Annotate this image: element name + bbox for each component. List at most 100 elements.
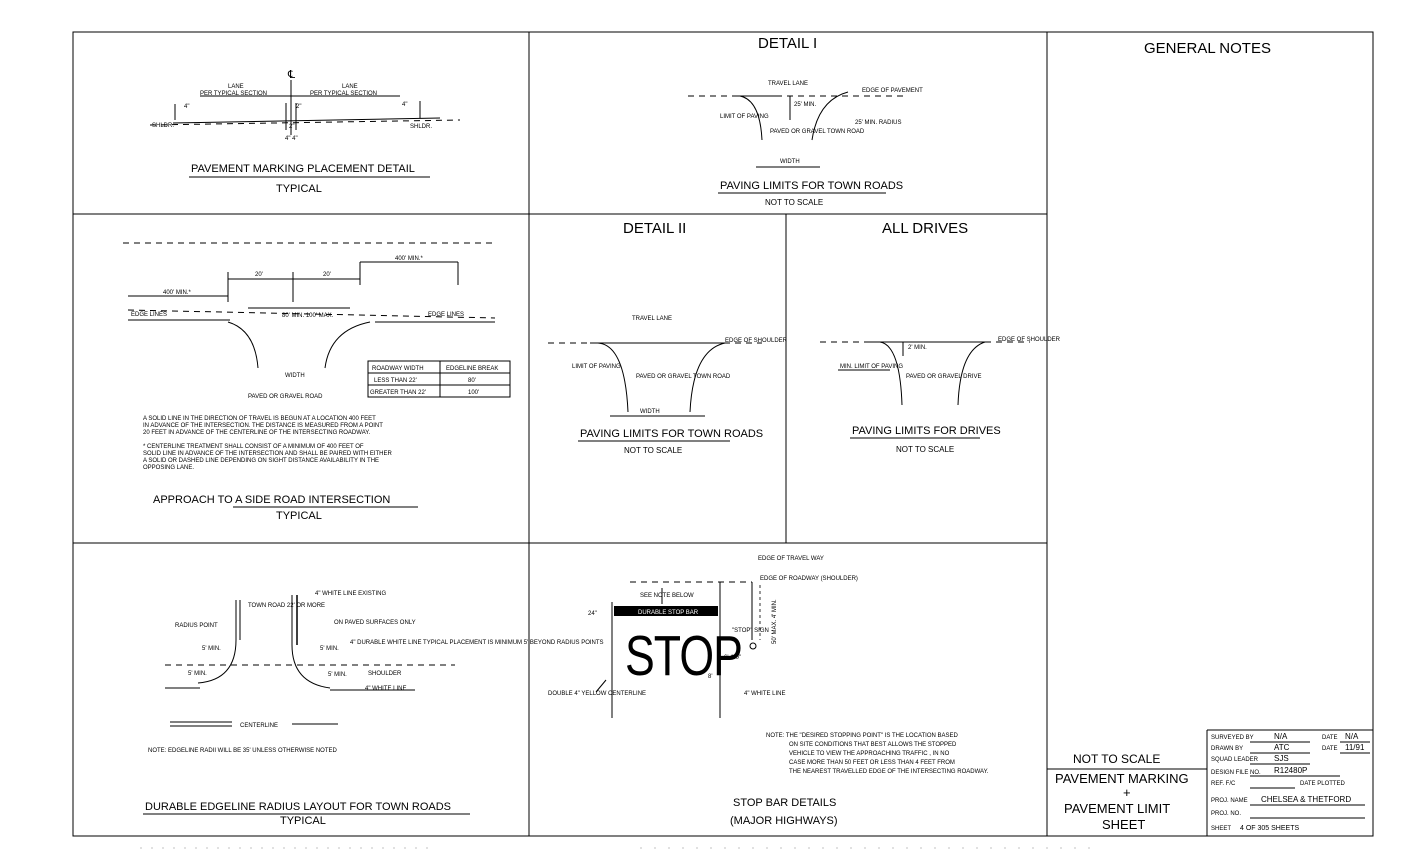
limit-of-paving: LIMIT OF PAVING [572, 364, 621, 370]
panel-durable-edgeline: 4" WHITE LINE EXISTING TOWN ROAD 22' OR … [143, 591, 604, 827]
double-yellow: DOUBLE 4" YELLOW CENTERLINE [548, 691, 646, 697]
paved-road: PAVED OR GRAVEL TOWN ROAD [770, 129, 865, 135]
edge-of-shoulder: EDGE OF SHOULDER [725, 338, 788, 344]
sheet-title-plus: + [1123, 785, 1131, 800]
note-line: VEHICLE TO VIEW THE APPROACHING TRAFFIC … [789, 751, 950, 757]
panel-title: PAVING LIMITS FOR TOWN ROADS [720, 180, 903, 192]
row-value: 4 OF 305 SHEETS [1240, 825, 1299, 832]
fifty-max: 50' MAX. 4' MIN. [772, 599, 778, 644]
panel-detail-1: DETAIL I TRAVEL LANE EDGE OF PAVEMENT LI… [688, 35, 923, 207]
panel-title: PAVEMENT MARKING PLACEMENT DETAIL [191, 163, 415, 175]
two-min: 2' MIN. [908, 345, 927, 351]
eight-ft: 8' [708, 674, 712, 680]
panel-subtitle: NOT TO SCALE [624, 446, 682, 455]
stop-word: STOP [625, 624, 742, 687]
lane-left-label: LANE [228, 84, 244, 90]
panel-pavement-marking-placement: ℄ LANE PER TYPICAL SECTION LANE PER TYPI… [149, 69, 461, 195]
width: WIDTH [285, 373, 305, 379]
note-line: SOLID LINE IN ADVANCE OF THE INTERSECTIO… [143, 451, 392, 457]
note-line: * CENTERLINE TREATMENT SHALL CONSIST OF … [143, 444, 364, 450]
panel-subtitle: TYPICAL [276, 510, 322, 522]
row-label: DESIGN FILE NO. [1211, 770, 1261, 776]
min-25: 25' MIN. [794, 102, 816, 108]
note-line: NOTE: THE "DESIRED STOPPING POINT" IS TH… [766, 733, 959, 739]
table-cell: GREATER THAN 22' [370, 390, 426, 396]
table-cell: 100' [468, 390, 479, 396]
min-limit-paving: MIN. LIMIT OF PAVING [840, 364, 903, 370]
edge-lines-left: EDGE LINES [131, 312, 167, 318]
panel-stop-bar: STOP EDGE OF TRAVEL WAY EDGE OF ROADWAY … [548, 556, 989, 827]
row-label: DRAWN BY [1211, 746, 1243, 752]
row-label: DATE PLOTTED [1300, 781, 1346, 787]
paved-road: PAVED OR GRAVEL ROAD [248, 394, 323, 400]
paved-road: PAVED OR GRAVEL TOWN ROAD [636, 374, 731, 380]
row-value: ATC [1274, 743, 1290, 752]
stop-bar [614, 606, 718, 616]
five-min: 5' MIN. [328, 672, 347, 678]
limit-of-paving: LIMIT OF PAVING [720, 114, 769, 120]
twenty-left: 20' [255, 272, 263, 278]
edge-of-shoulder: EDGE OF SHOULDER [998, 337, 1061, 343]
panel-subtitle: NOT TO SCALE [765, 198, 823, 207]
travel-lane: TRAVEL LANE [768, 81, 808, 87]
panel-subtitle: TYPICAL [280, 815, 326, 827]
travel-lane: TRAVEL LANE [632, 316, 672, 322]
row-label: SQUAD LEADER [1211, 757, 1259, 763]
title-block: NOT TO SCALE PAVEMENT MARKING + PAVEMENT… [1047, 729, 1373, 836]
stop-sign-icon [749, 642, 757, 650]
twenty-four: 24" [588, 611, 597, 617]
not-to-scale: NOT TO SCALE [1073, 752, 1160, 766]
four-four: 4" 4" [285, 136, 298, 142]
panel-approach-intersection: 400' MIN.* 400' MIN.* 20' 20' EDGE LINES… [123, 242, 511, 522]
row-label: DATE [1322, 735, 1338, 741]
panel-title: PAVING LIMITS FOR DRIVES [852, 425, 1001, 437]
see-note: SEE NOTE BELOW [640, 593, 694, 599]
stop-bar-label: DURABLE STOP BAR [638, 610, 699, 616]
note-line: A SOLID LINE IN THE DIRECTION OF TRAVEL … [143, 416, 376, 422]
row-value: SJS [1274, 754, 1289, 763]
panel-header: DETAIL II [623, 220, 686, 237]
five-min: 5' MIN. [202, 646, 221, 652]
row-label: PROJ. NO. [1211, 811, 1241, 817]
note-line: 20 FEET IN ADVANCE OF THE CENTERLINE OF … [143, 430, 370, 436]
width: WIDTH [780, 159, 800, 165]
note-line: ON SITE CONDITIONS THAT BEST ALLOWS THE … [789, 742, 957, 748]
five-min: 5' MIN. [188, 671, 207, 677]
panel-title: APPROACH TO A SIDE ROAD INTERSECTION [153, 494, 390, 506]
lane-right-sub: PER TYPICAL SECTION [310, 91, 377, 97]
stop-bar-note: NOTE: THE "DESIRED STOPPING POINT" IS TH… [766, 733, 989, 775]
paved-drive: PAVED OR GRAVEL DRIVE [906, 374, 981, 380]
panel-title: DURABLE EDGELINE RADIUS LAYOUT FOR TOWN … [145, 801, 451, 813]
panel-title: STOP BAR DETAILS [733, 797, 836, 809]
five-min: 5' MIN. [320, 646, 339, 652]
row-value: CHELSEA & THETFORD [1261, 795, 1351, 804]
row-label: SURVEYED BY [1211, 735, 1254, 741]
white-line: 4" WHITE LINE [365, 686, 406, 692]
panel-subtitle: TYPICAL [276, 183, 322, 195]
row-label: SHEET [1211, 826, 1231, 832]
row-value: N/A [1345, 732, 1359, 741]
four-inch-right: 4" [402, 102, 407, 108]
table-header: EDGELINE BREAK [446, 366, 498, 372]
edge-of-pavement: EDGE OF PAVEMENT [862, 88, 923, 94]
panel-subtitle: NOT TO SCALE [896, 445, 954, 454]
white-line: 4" WHITE LINE [744, 691, 785, 697]
general-notes-header: GENERAL NOTES [1144, 40, 1271, 57]
gap-bottom: 2" [289, 124, 294, 130]
table-cell: LESS THAN 22' [374, 378, 417, 384]
edge-roadway: EDGE OF ROADWAY (SHOULDER) [760, 576, 858, 582]
note-line: IN ADVANCE OF THE INTERSECTION. THE DIST… [143, 423, 383, 429]
stop-sign-label: "STOP" SIGN [732, 628, 769, 634]
sheet-frame [72, 31, 1374, 837]
title-block-rows: SURVEYED BY N/A DATE N/A DRAWN BY ATC DA… [1211, 732, 1370, 832]
note-line: CASE MORE THAN 50 FEET OR LESS THAN 4 FE… [789, 760, 955, 766]
row-label: DATE [1322, 746, 1338, 752]
panel-all-drives: ALL DRIVES EDGE OF SHOULDER 2' MIN. MIN.… [820, 220, 1061, 454]
panel-detail-2: DETAIL II TRAVEL LANE EDGE OF SHOULDER L… [548, 220, 788, 455]
sheet-title-3: SHEET [1102, 817, 1145, 832]
edgeline-break-table: ROADWAY WIDTH EDGELINE BREAK LESS THAN 2… [367, 360, 511, 398]
panel-subtitle: (MAJOR HIGHWAYS) [730, 815, 838, 827]
row-label: REF. F/C [1211, 781, 1236, 787]
sheet-title-1: PAVEMENT MARKING [1055, 771, 1189, 786]
